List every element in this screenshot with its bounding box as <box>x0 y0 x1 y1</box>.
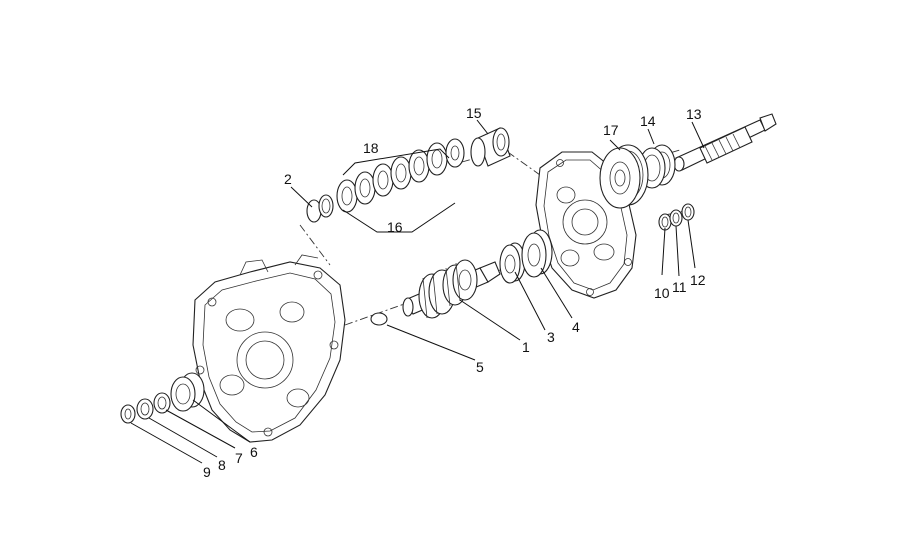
callout-15: 15 <box>466 105 482 121</box>
callout-12: 12 <box>690 272 706 288</box>
nut-9 <box>120 404 136 424</box>
callout-11: 11 <box>672 279 687 295</box>
gearbox-housing <box>192 254 346 443</box>
input-shaft-gear-cluster <box>402 259 501 319</box>
leader-lines <box>130 119 705 464</box>
bearing <box>638 144 676 189</box>
callout-2: 2 <box>284 171 292 187</box>
callout-18: 18 <box>363 140 379 156</box>
gear-17 <box>599 144 649 209</box>
callout-5: 5 <box>476 359 484 375</box>
callout-3: 3 <box>547 329 555 345</box>
callout-8: 8 <box>218 457 226 473</box>
ring-12 <box>681 203 695 221</box>
gear-6 <box>170 372 205 412</box>
gear-3 <box>499 242 526 284</box>
ring-11 <box>669 209 683 227</box>
selector-stack <box>336 138 465 213</box>
callout-4: 4 <box>572 319 580 335</box>
washer-7 <box>153 392 171 414</box>
output-shaft <box>673 113 777 172</box>
callout-16: 16 <box>387 219 403 235</box>
callout-6: 6 <box>250 444 258 460</box>
circlip-2 <box>306 194 334 223</box>
ring-10 <box>658 213 672 231</box>
callout-10: 10 <box>654 285 670 301</box>
callout-13: 13 <box>686 106 702 122</box>
o-ring <box>370 312 388 326</box>
callout-17: 17 <box>603 122 619 138</box>
synchro-hub <box>470 127 511 167</box>
callout-labels: 1 2 3 4 5 6 7 8 9 10 11 12 13 14 15 16 1… <box>203 105 706 480</box>
callout-7: 7 <box>235 450 243 466</box>
washer-8 <box>136 398 154 420</box>
callout-9: 9 <box>203 464 211 480</box>
callout-1: 1 <box>522 339 530 355</box>
callout-14: 14 <box>640 113 656 129</box>
gear-4 <box>521 229 553 278</box>
